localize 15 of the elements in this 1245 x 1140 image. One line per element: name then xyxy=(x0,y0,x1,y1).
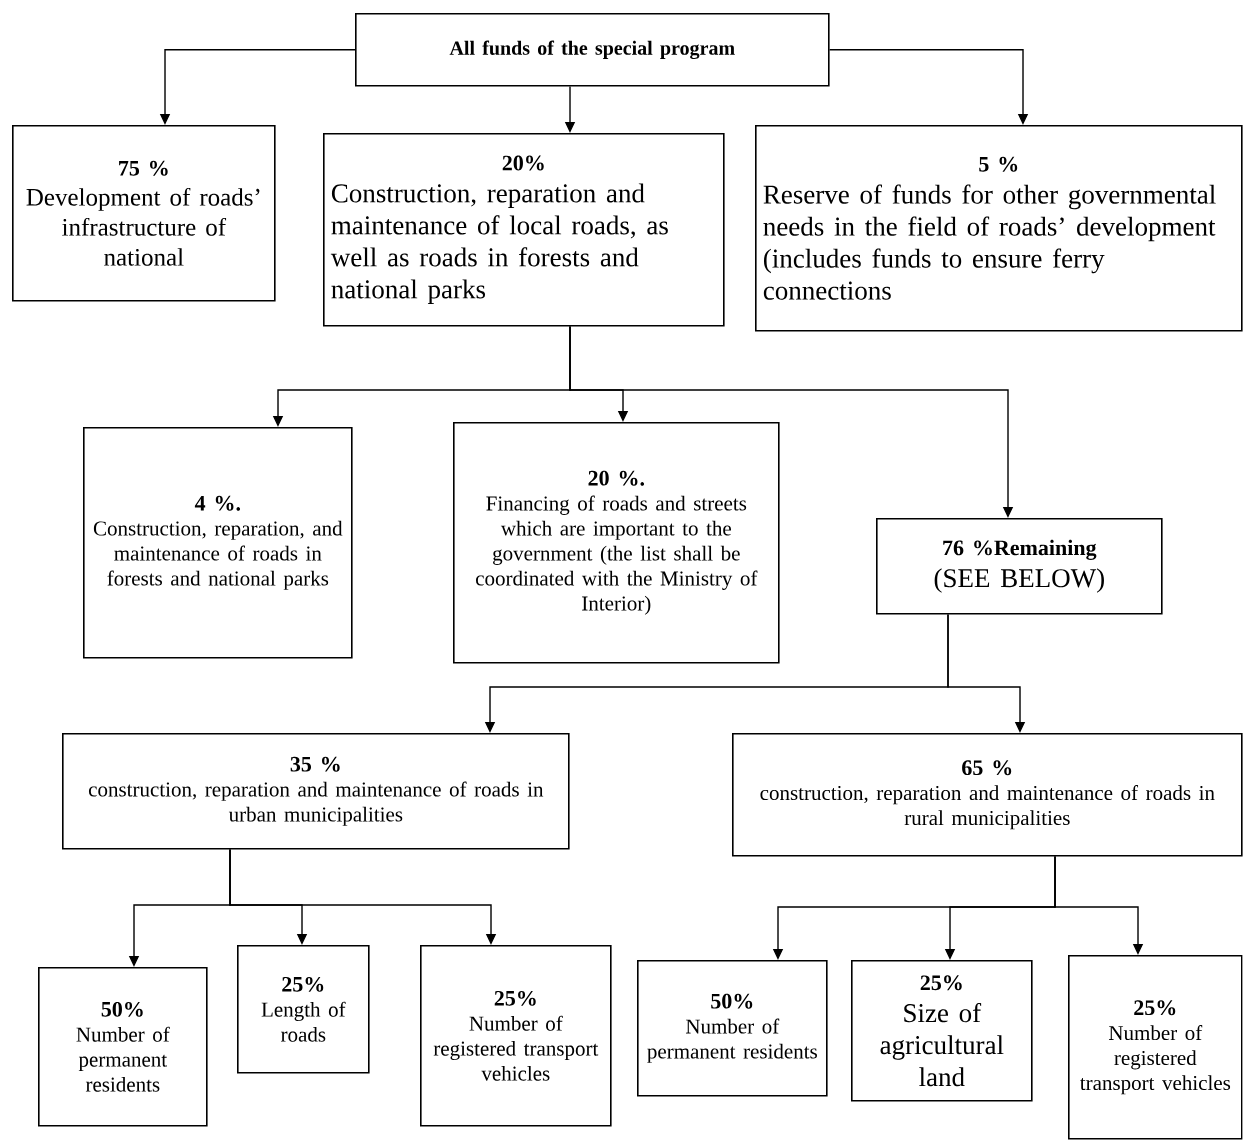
percentage-box: 35 % construction, reparation and maintenance of roads in urban municipalities xyxy=(62,733,570,850)
percentage-box: 5 % Reserve of funds for other governmental needs in the field of roads’ development (includes funds to ensure ferry connections xyxy=(755,125,1243,332)
percentage-box: 25% Number of registered transport vehicles xyxy=(420,945,612,1127)
percentage-box: 50% Number of permanent residents xyxy=(637,960,828,1097)
percentage-box: 20 %. Financing of roads and streets which are important to the government (the list shall be coordinated with the Ministry of Interior) xyxy=(453,422,780,664)
percentage-box: 25% Length of roads xyxy=(237,945,370,1074)
percentage-box: 75 % Development of roads’ infrastructure of national xyxy=(12,125,276,302)
percentage-box: 4 %. Construction, reparation, and maintenance of roads in forests and national parks xyxy=(83,427,353,659)
percentage-box: 25% Number of registered transport vehicles xyxy=(1068,955,1243,1140)
funding-box: All funds of the special program xyxy=(355,13,830,87)
percentage-box: 76 %Remaining (SEE BELOW) xyxy=(876,518,1163,615)
percentage-box: 65 % construction, reparation and maintenance of roads in rural municipalities xyxy=(732,733,1243,857)
percentage-box: 50% Number of permanent residents xyxy=(38,967,208,1127)
percentage-box: 20% Construction, reparation and maintenance of local roads, as well as roads in forests and national parks xyxy=(323,133,725,327)
percentage-box: 25% Size of agricultural land xyxy=(851,960,1033,1102)
